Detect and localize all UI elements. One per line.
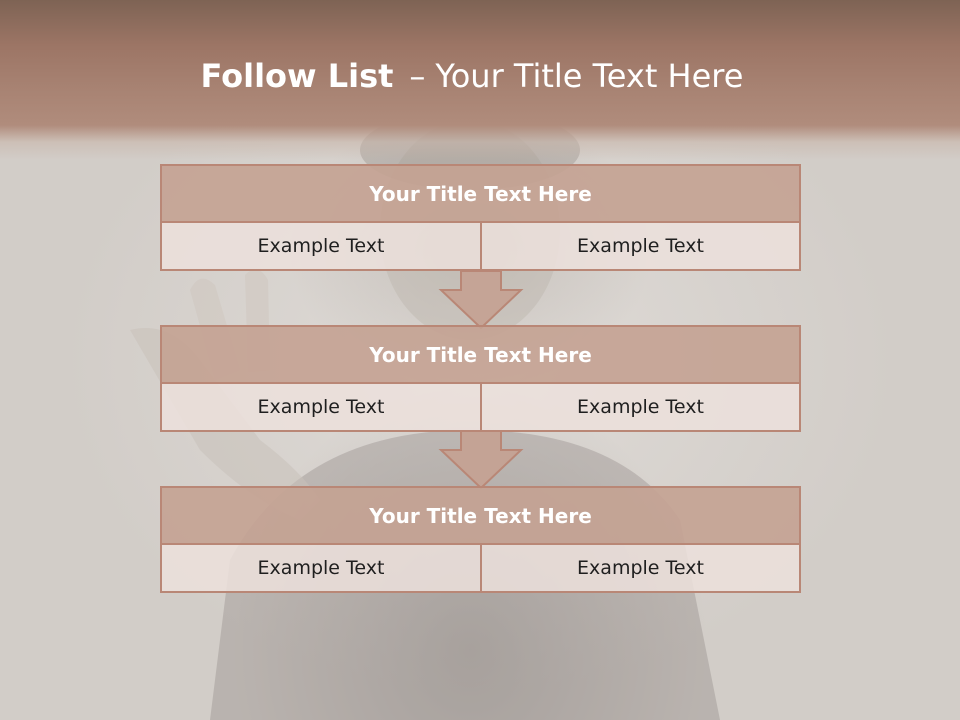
block-cell-right: Example Text — [480, 543, 801, 593]
down-arrow-icon — [438, 430, 524, 490]
list-block-1: Your Title Text Here Example Text Exampl… — [160, 164, 801, 271]
list-block-2: Your Title Text Here Example Text Exampl… — [160, 325, 801, 432]
title-dash: – — [409, 57, 426, 95]
block-title: Your Title Text Here — [160, 325, 801, 384]
block-cell-left: Example Text — [160, 543, 482, 593]
title-rest: Your Title Text Here — [435, 57, 744, 95]
title-bold-part: Follow List — [200, 57, 394, 95]
list-block-3: Your Title Text Here Example Text Exampl… — [160, 486, 801, 593]
block-title: Your Title Text Here — [160, 164, 801, 223]
title-band — [0, 0, 960, 160]
slide-title: Follow List–Your Title Text Here — [0, 52, 944, 100]
block-cell-left: Example Text — [160, 221, 482, 271]
block-cell-right: Example Text — [480, 221, 801, 271]
block-title: Your Title Text Here — [160, 486, 801, 545]
down-arrow-icon — [438, 270, 524, 330]
block-cell-left: Example Text — [160, 382, 482, 432]
block-cell-right: Example Text — [480, 382, 801, 432]
